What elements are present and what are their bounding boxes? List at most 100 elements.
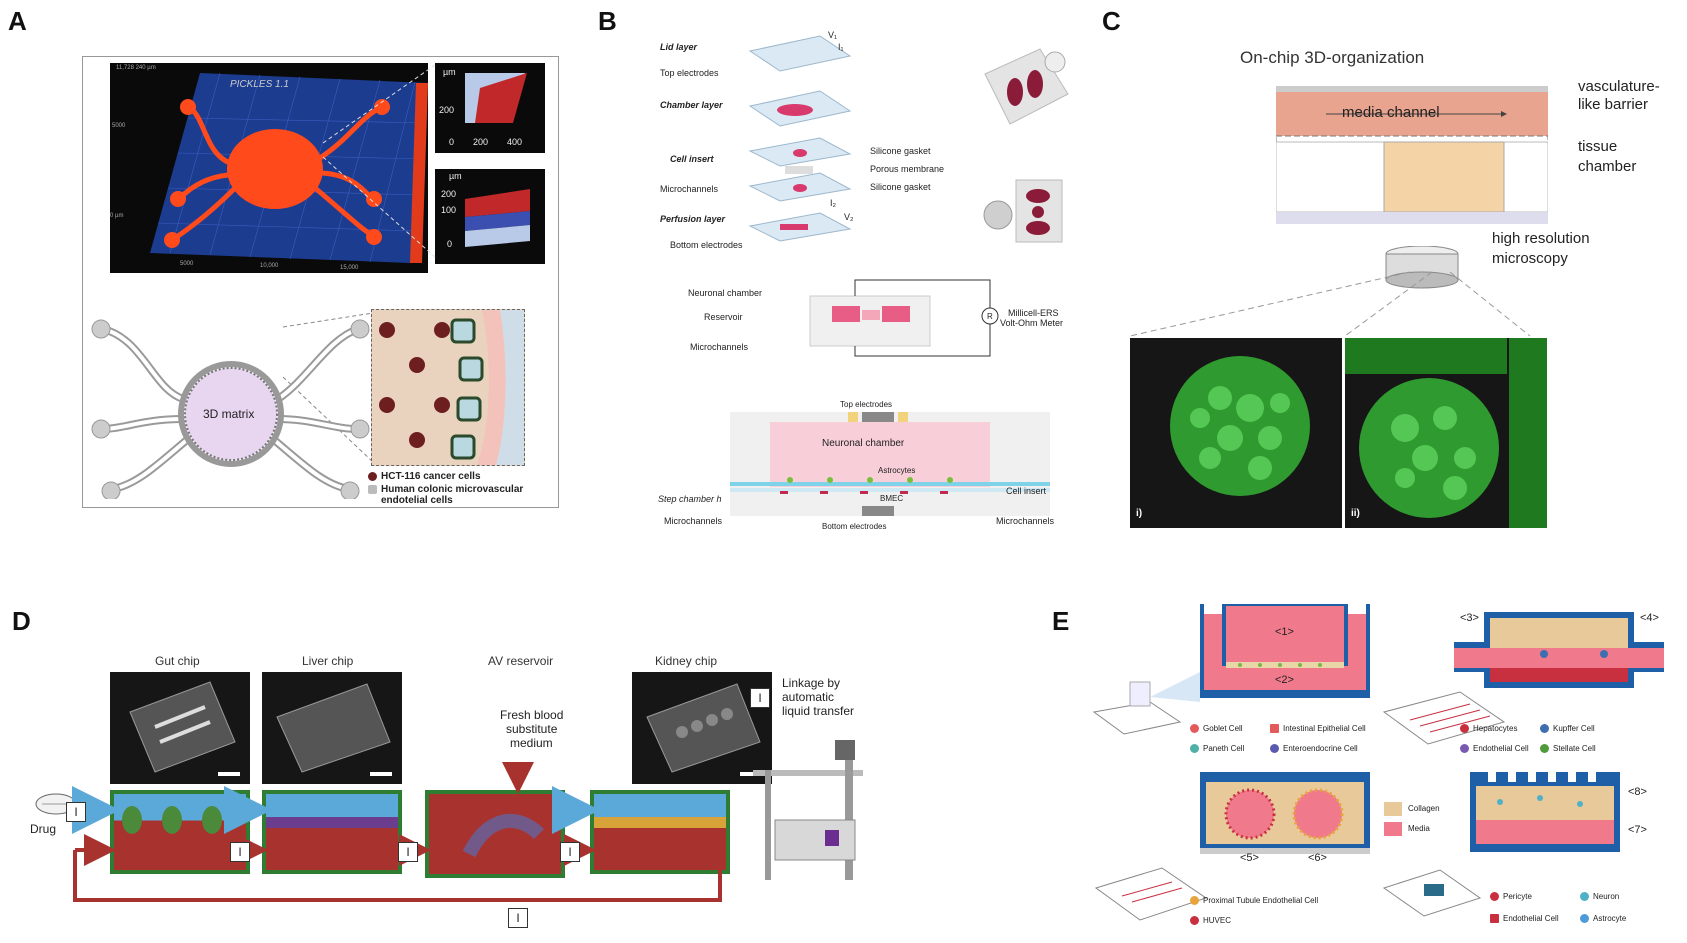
tissue-1: tissue (1578, 138, 1618, 155)
meter-1: Millicell-ERS (1008, 308, 1059, 318)
liver-model: <3> <4> (1454, 612, 1664, 692)
neuronal-chamber-2: Neuronal chamber (822, 438, 905, 449)
micro-1: high resolution (1492, 230, 1590, 247)
zoom-dashes-c (1129, 271, 1531, 337)
bottom-electrodes: Bottom electrodes (670, 240, 743, 250)
media-swatch (1384, 822, 1402, 836)
legend-collagen: Collagen (1408, 804, 1440, 813)
fresh-1: Fresh blood (500, 708, 564, 722)
panel-b: Lid layer Top electrodes Chamber layer C… (658, 20, 1080, 560)
av-reservoir-title: AV reservoir (488, 654, 554, 668)
r-symbol: R (987, 312, 993, 321)
inset2-y2: 100 (441, 205, 457, 215)
intestinal-cell-icon (1270, 724, 1279, 734)
inset-1: µm 200 0 200 400 (435, 63, 545, 153)
linkage-3: liquid transfer (782, 704, 855, 718)
meter-2: Volt-Ohm Meter (1000, 318, 1064, 328)
bmec: BMEC (880, 494, 904, 503)
panel-a: PICKLES 1.1 11,728 240 µm 5000 0 µm 5000… (82, 56, 559, 508)
legend-endothelial-2-text: Endothelial Cell (1503, 914, 1559, 923)
y-tick-5000: 5000 (112, 123, 126, 129)
panel-e: <1> <2> Goblet Cell Intestinal Epithelia… (1090, 602, 1680, 940)
scale-bar (218, 772, 240, 776)
x-tick-10000: 10,000 (260, 263, 279, 269)
legend-endo-text: Human colonic microvascular (381, 484, 524, 495)
gut-chip-photo (110, 672, 250, 784)
av-reservoir-box (425, 790, 565, 878)
legend-endothelial-2: Endothelial Cell (1490, 914, 1559, 924)
inset1-x1: 200 (473, 137, 489, 147)
label-n6: <6> (1308, 852, 1327, 864)
chamber-layer: Chamber layer (660, 100, 723, 110)
fresh-3: medium (510, 736, 553, 750)
barrier-1: vasculature- (1578, 78, 1660, 95)
tissue-zoom (371, 309, 525, 466)
inset-2: µm 200 100 0 (435, 169, 545, 264)
paneth-cell-icon (1190, 744, 1199, 754)
kupffer-cell-icon (1540, 724, 1549, 734)
objective-lens-icon (1382, 245, 1462, 299)
legend-entero-text: Enteroendocrine Cell (1283, 744, 1358, 753)
liver-chip-photo (262, 672, 402, 784)
label-n5: <5> (1240, 852, 1259, 864)
legend-proximal: Proximal Tubule Endothelial Cell (1190, 896, 1318, 906)
pericyte-icon (1490, 892, 1499, 902)
huvec-icon (1190, 916, 1199, 926)
fresh-2: substitute (506, 722, 558, 736)
label-n3: <3> (1460, 612, 1479, 624)
cell-insert: Cell insert (670, 154, 714, 164)
legend-media: Media (1408, 824, 1430, 833)
label-n4: <4> (1640, 612, 1659, 624)
y-tick-0: 0 µm (110, 213, 124, 219)
goblet-cell-icon (1190, 724, 1199, 734)
legend-intestinal: Intestinal Epithelial Cell (1270, 724, 1366, 734)
img-label-2: ii) (1351, 508, 1360, 519)
chip-dims: 11,728 240 µm (116, 65, 156, 71)
collagen-swatch (1384, 802, 1402, 816)
legend-endo: Human colonic microvascular (368, 484, 558, 495)
exploded-stack (748, 35, 852, 242)
link-box: I (508, 908, 528, 928)
legend-kupffer: Kupffer Cell (1540, 724, 1595, 734)
panel-label-a: A (8, 6, 27, 36)
panel-c: On-chip 3D-organization media channel va… (1120, 30, 1680, 530)
label-n8: <8> (1628, 786, 1647, 798)
device-photo-2 (980, 170, 1070, 250)
endothelial-icon (1460, 744, 1469, 754)
media-channel: media channel (1342, 104, 1440, 121)
link-box: I (230, 842, 250, 862)
chip-schematic-c (1275, 86, 1549, 238)
legend-astrocyte-text: Astrocyte (1593, 914, 1627, 923)
microchannels-2: Microchannels (690, 342, 749, 352)
well-plate-icon (1092, 672, 1200, 735)
legend-endothelial: Endothelial Cell (1460, 744, 1529, 754)
legend-endothelial-text: Endothelial Cell (1473, 744, 1529, 753)
liquid-handling-robot (745, 730, 885, 890)
top-electrodes-2: Top electrodes (840, 400, 893, 409)
img-label-1: i) (1136, 508, 1143, 519)
v1-label: V₁ (828, 30, 838, 40)
astrocyte-icon (1580, 914, 1589, 924)
microscopy-image-1: i) (1130, 338, 1342, 528)
inset2-unit: µm (449, 171, 462, 181)
microchannels-right: Microchannels (996, 516, 1055, 526)
legend-hct-text: HCT-116 cancer cells (381, 471, 481, 482)
i1-label: I₁ (838, 42, 844, 52)
barrier-2: like barrier (1578, 96, 1649, 113)
legend-kupffer-text: Kupffer Cell (1553, 724, 1595, 733)
scale-bar (370, 772, 392, 776)
kidney-chip-box (590, 790, 730, 874)
microchannels: Microchannels (660, 184, 719, 194)
legend-link-box: I (750, 688, 770, 708)
reservoir: Reservoir (704, 312, 743, 322)
legend-hepatocytes-text: Hepatocytes (1473, 724, 1518, 733)
linkage-2: automatic (782, 690, 835, 704)
legend-stellate: Stellate Cell (1540, 744, 1596, 754)
silicone-gasket-2: Silicone gasket (870, 182, 931, 192)
cross-section (730, 412, 1050, 516)
hepatocyte-icon (1460, 724, 1469, 734)
porous-membrane: Porous membrane (870, 164, 945, 174)
microchannels-left: Microchannels (664, 516, 723, 526)
label-n2: <2> (1275, 674, 1294, 686)
kidney-model: <5> <6> (1200, 772, 1370, 864)
